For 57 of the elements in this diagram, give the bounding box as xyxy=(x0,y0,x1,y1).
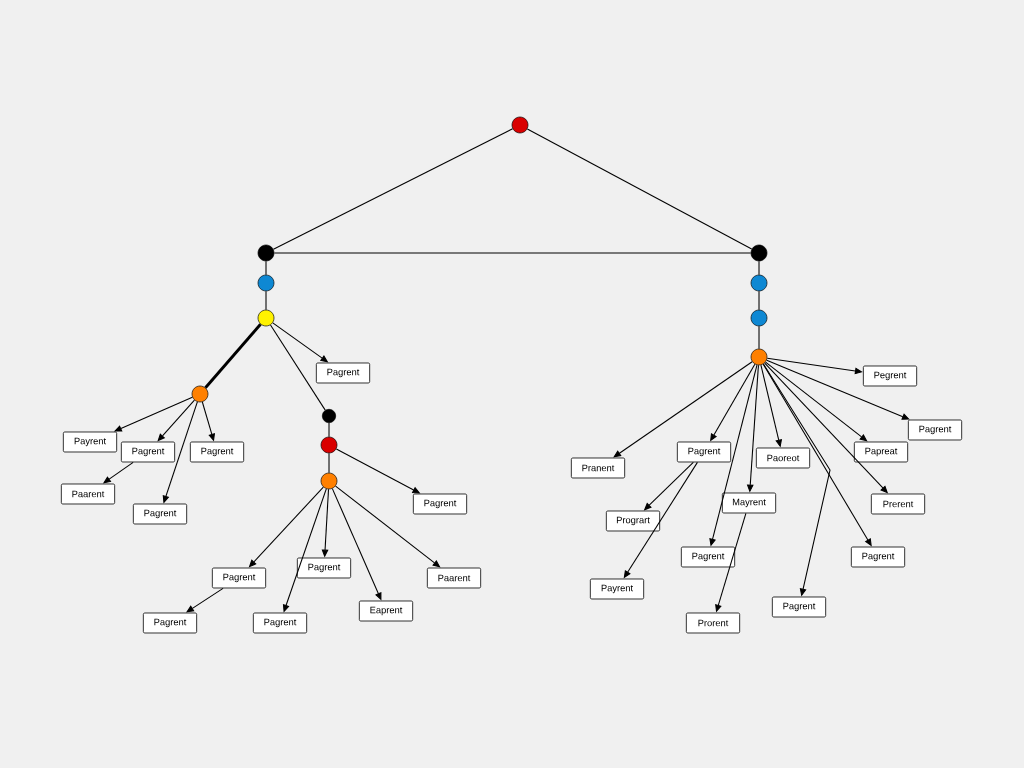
label-box: Prorent xyxy=(685,612,741,634)
label-box: Prerent xyxy=(870,493,926,515)
label-box: Papreat xyxy=(853,441,909,463)
circle-node xyxy=(257,274,275,292)
label-box: Eaprent xyxy=(358,600,414,622)
circle-node xyxy=(750,244,768,262)
arrow xyxy=(766,359,910,420)
label-box: Paoreot xyxy=(755,447,811,469)
circle-node xyxy=(750,274,768,292)
circle-node xyxy=(750,348,768,366)
label-box: Paarent xyxy=(426,567,482,589)
label-box: Pagrent xyxy=(412,493,468,515)
circle-node xyxy=(320,472,338,490)
label-box: Progrart xyxy=(605,510,661,532)
label-box: Pagrent xyxy=(907,419,963,441)
label-box: Pagrent xyxy=(142,612,198,634)
label-box: Pegrent xyxy=(862,365,918,387)
connector-line xyxy=(273,252,752,254)
connector-line xyxy=(758,290,760,311)
label-box: Pagrent xyxy=(315,362,371,384)
label-box: Pagrent xyxy=(252,612,308,634)
label-box: Pagrent xyxy=(189,441,245,463)
arrow xyxy=(157,399,195,442)
connector-line xyxy=(328,422,330,438)
arrow xyxy=(186,587,224,613)
arrow xyxy=(335,485,441,568)
label-box: Pagrent xyxy=(211,567,267,589)
label-box: Pagrent xyxy=(296,557,352,579)
circle-node xyxy=(511,116,529,134)
arrow xyxy=(613,361,753,458)
connector-line xyxy=(265,290,267,311)
label-box: Payrent xyxy=(62,431,118,453)
connector-line xyxy=(269,324,326,411)
connector-line xyxy=(758,325,760,350)
connector-line xyxy=(204,323,262,389)
label-box: Pagrent xyxy=(676,441,732,463)
circle-node xyxy=(257,309,275,327)
label-box: Pranent xyxy=(570,457,626,479)
circle-node xyxy=(320,436,338,454)
label-box: Pagrent xyxy=(120,441,176,463)
label-box: Mayrent xyxy=(721,492,777,514)
label-box: Paarent xyxy=(60,483,116,505)
label-box: Pagrent xyxy=(850,546,906,568)
circle-node xyxy=(257,244,275,262)
label-box: Pagrent xyxy=(680,546,736,568)
label-box: Pagrent xyxy=(132,503,188,525)
connector-line xyxy=(272,128,514,250)
arrow xyxy=(765,361,868,442)
arrow xyxy=(766,357,863,375)
connector-line xyxy=(265,260,267,276)
connector-line xyxy=(328,452,330,474)
circle-node xyxy=(750,309,768,327)
connector-line xyxy=(758,260,760,276)
label-box: Payrent xyxy=(589,578,645,600)
connector-line xyxy=(526,128,753,250)
label-box: Pagrent xyxy=(771,596,827,618)
circle-node xyxy=(191,385,209,403)
